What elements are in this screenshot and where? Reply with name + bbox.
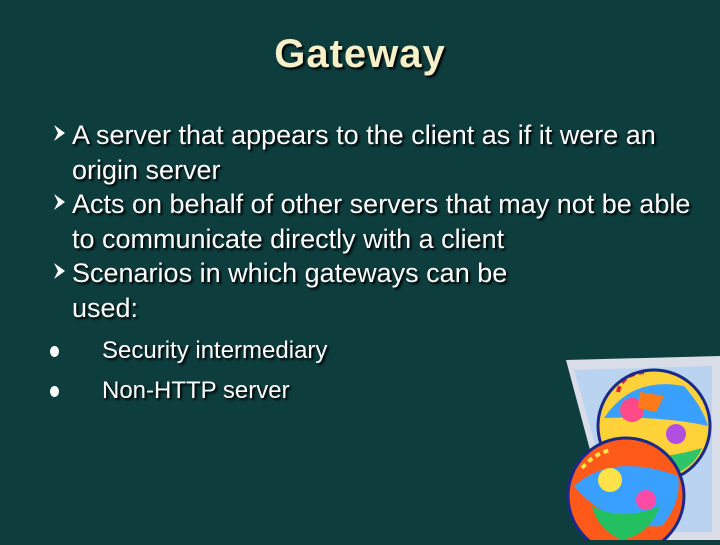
bullet-item: A server that appears to the client as i… <box>52 118 692 187</box>
bullet-list: A server that appears to the client as i… <box>50 118 692 411</box>
sub-bullet-item: Security intermediary <box>50 331 692 371</box>
bullet-text: Scenarios in which gateways can be used: <box>72 258 508 323</box>
bullet-text: Acts on behalf of other servers that may… <box>72 189 691 254</box>
sub-bullet-item: Non-HTTP server <box>50 371 692 411</box>
sub-bullet-text: Security intermediary <box>102 337 328 364</box>
bullet-item: Scenarios in which gateways can be used: <box>52 256 542 325</box>
slide-title: Gateway <box>274 32 446 76</box>
sub-bullet-text: Non-HTTP server <box>102 377 290 404</box>
globe-clipart-icon <box>552 356 720 545</box>
arrow-bullet-icon <box>52 187 68 223</box>
sub-bullet-list: Security intermediary Non-HTTP server <box>50 331 692 411</box>
bullet-item: Acts on behalf of other servers that may… <box>52 187 692 256</box>
arrow-bullet-icon <box>52 118 68 154</box>
dot-bullet-icon <box>50 386 59 397</box>
arrow-bullet-icon <box>52 256 68 292</box>
bullet-text: A server that appears to the client as i… <box>72 120 656 185</box>
dot-bullet-icon <box>50 346 59 357</box>
